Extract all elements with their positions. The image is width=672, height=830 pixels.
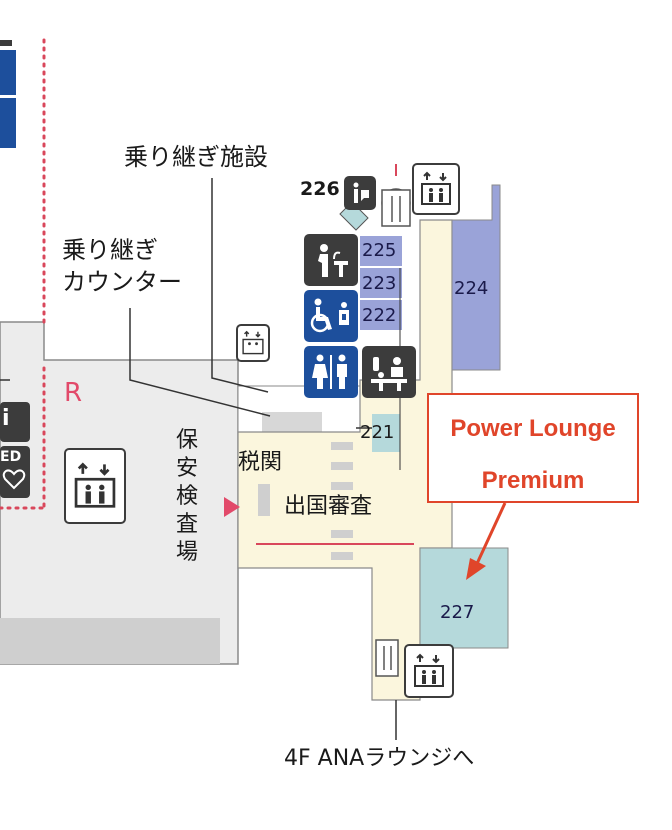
ana-lounge-direction: 4F ANAラウンジへ <box>284 746 475 771</box>
transfer-facility-label: 乗り継ぎ施設 <box>124 143 268 171</box>
gate-221-area <box>372 414 400 452</box>
gate-223-area <box>360 268 402 298</box>
information-icon: i <box>2 406 10 431</box>
information-icon <box>344 176 376 210</box>
elevator-icon <box>412 163 460 215</box>
gate-225-area <box>360 236 402 266</box>
transfer-facility-leader <box>211 178 269 393</box>
aed-icon: ED <box>0 449 22 465</box>
callout-arrow-line <box>473 502 507 569</box>
gate-227-label: 227 <box>440 602 475 623</box>
gate-223-label: 223 <box>362 273 397 294</box>
elevator-icon <box>236 324 270 362</box>
accessible-toilet-icon <box>304 290 358 342</box>
gate-222-label: 222 <box>362 305 397 326</box>
callout-title-line1: Power Lounge <box>450 415 616 442</box>
gate-225-label: 225 <box>362 240 397 261</box>
elevator-icon <box>64 448 126 524</box>
left-floor-strip <box>0 618 220 664</box>
transfer-walkway-gray <box>262 412 322 432</box>
heart-icon <box>2 469 26 490</box>
security-label-4: 査 <box>176 512 199 537</box>
elevator-icon <box>404 644 454 698</box>
gate-224-label: 224 <box>454 278 489 299</box>
security-label-3: 検 <box>176 484 199 509</box>
security-label-2: 安 <box>176 456 199 481</box>
transfer-counter-label-line1: 乗り継ぎ <box>62 236 158 264</box>
immigration-label: 出国審査 <box>284 494 373 519</box>
gate-222-area <box>360 300 402 330</box>
baby-care-icon <box>362 346 416 398</box>
callout-title-line2: Premium <box>481 467 585 494</box>
customs-label: 税関 <box>238 450 283 475</box>
escalator-227 <box>375 639 399 677</box>
security-label-1: 保 <box>176 428 199 453</box>
restroom-icon <box>304 346 358 398</box>
security-label-5: 場 <box>176 540 199 565</box>
callout-arrow-head <box>466 558 486 580</box>
transfer-counter-label-line2: カウンター <box>62 268 182 296</box>
security-arrow <box>224 497 240 517</box>
gate-221-label: 221 <box>360 422 395 443</box>
restricted-marker: R <box>64 378 83 408</box>
gate-226-label: 226 <box>300 178 340 200</box>
transfer-counter-leader <box>129 308 271 417</box>
power-lounge-callout: Power Lounge Premium <box>427 393 639 503</box>
gate-224-area <box>451 184 501 371</box>
drinking-fountain-icon <box>304 234 358 286</box>
gate-227-area <box>419 547 509 649</box>
